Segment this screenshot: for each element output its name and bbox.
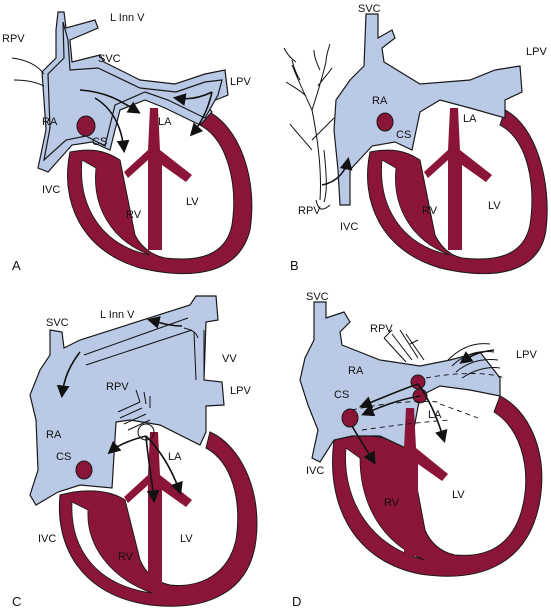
panel-d-myocardium (332, 395, 543, 577)
panel-c-label-svc: SVC (46, 317, 69, 329)
panel-b-atria-wall (333, 13, 523, 206)
panel-a: L Inn V RPV SVC LPV RA LA CS IVC RV LV A (2, 11, 253, 275)
panel-c-label-rpv: RPV (106, 381, 129, 393)
panel-c-rpv-confluence (117, 389, 151, 431)
panel-d-coronary-sinus (341, 408, 359, 428)
panel-a-label-linnv: L Inn V (110, 12, 145, 24)
panel-b-label-lv: LV (488, 200, 501, 212)
panel-d-label-svc: SVC (306, 291, 329, 303)
panel-a-label-rpv: RPV (2, 33, 25, 45)
panel-a-label-lv: LV (186, 196, 199, 208)
panel-d-label-rv: RV (384, 497, 400, 509)
panel-b-letter: B (290, 258, 299, 273)
panel-a-ventricle-cavity (81, 159, 151, 256)
panel-b-ventricle-cavity (381, 159, 451, 256)
panel-c-ventricle-cavity (71, 501, 153, 594)
panel-d-rpv-bundle (383, 329, 425, 363)
panel-b-label-ivc: IVC (340, 221, 358, 233)
panel-a-rpv-lines (11, 57, 45, 87)
panel-c-label-ivc: IVC (38, 533, 56, 545)
panel-d-septum (380, 408, 448, 556)
panel-c-label-rv: RV (118, 551, 134, 563)
panel-a-letter: A (12, 258, 21, 273)
panel-a-arrow-3 (172, 91, 213, 106)
panel-d-arrow-lpv (459, 349, 495, 364)
panel-b-arrow (321, 156, 353, 186)
panel-c-arrow-3 (145, 435, 160, 504)
panel-c-arrow-4 (145, 435, 183, 496)
panel-c-myocardium (58, 431, 258, 607)
panel-c: L Inn V SVC VV RPV LPV RA CS LA IVC RV L… (12, 295, 258, 609)
panel-c-coronary-sinus (75, 460, 93, 480)
panel-d: SVC RPV LPV RA CS LA IVC RV LV D (292, 291, 543, 609)
panel-b-label-rv: RV (422, 205, 438, 217)
panel-b-label-lpv: LPV (526, 46, 547, 58)
panel-d-label-cs: CS (334, 389, 349, 401)
panel-d-arrow-2 (417, 383, 448, 444)
panel-c-label-linnv: L Inn V (100, 309, 135, 321)
panel-c-septum (124, 432, 192, 585)
panel-b-rpv-trunk (315, 149, 331, 210)
panel-a-label-lpv: LPV (230, 76, 251, 88)
panel-d-arrow-4 (351, 425, 376, 465)
panel-c-arrow-1 (146, 316, 183, 329)
panel-d-label-ra: RA (348, 365, 364, 377)
panel-d-label-la: LA (428, 409, 442, 421)
panel-c-label-ra: RA (46, 429, 62, 441)
panel-a-label-la: LA (158, 116, 172, 128)
panel-a-label-cs: CS (92, 136, 107, 148)
panel-c-vertical-vein (83, 317, 205, 381)
panel-c-arrow-2 (56, 351, 81, 399)
panel-d-label-lpv: LPV (516, 349, 537, 361)
panel-d-letter: D (292, 594, 301, 609)
panel-c-label-la: LA (168, 451, 182, 463)
panel-d-arrow-3 (361, 395, 421, 417)
panel-a-septum (124, 108, 192, 250)
panel-c-label-vv: VV (222, 353, 237, 365)
panel-d-ventricle-cavity (345, 447, 426, 561)
panel-c-label-cs: CS (56, 451, 71, 463)
panel-b-rpv-tree (283, 43, 335, 201)
panel-c-label-lpv: LPV (230, 385, 251, 397)
panel-c-letter: C (12, 594, 21, 609)
panel-d-label-lv: LV (452, 489, 465, 501)
panel-a-label-rv: RV (126, 209, 142, 221)
panel-d-ostium-1 (410, 374, 426, 390)
panel-d-label-rpv: RPV (370, 323, 393, 335)
panel-b-label-la: LA (463, 113, 477, 125)
panel-a-label-svc: SVC (98, 53, 121, 65)
panel-d-atria-wall (299, 301, 501, 463)
panel-b-label-cs: CS (396, 129, 411, 141)
panel-c-label-lv: LV (180, 533, 193, 545)
panel-a-label-ivc: IVC (42, 184, 60, 196)
panel-b-septum (424, 108, 492, 250)
panel-c-atria-wall (29, 295, 225, 506)
panel-b-label-rpv: RPV (298, 205, 321, 217)
panel-a-arrow-1 (79, 89, 141, 114)
panel-d-label-ivc: IVC (306, 465, 324, 477)
panel-b-label-ra: RA (372, 95, 388, 107)
panel-a-coronary-sinus (76, 115, 96, 137)
panel-c-arrow-5 (107, 435, 147, 455)
panel-a-arrow-2 (94, 97, 130, 154)
panel-a-arrow-4 (189, 91, 213, 137)
panel-b: SVC LPV RA CS LA RPV IVC RV LV B (283, 3, 548, 275)
panel-d-arrow-1 (359, 383, 419, 409)
panel-c-curve (183, 327, 199, 339)
panel-b-label-svc: SVC (358, 3, 381, 15)
panel-a-label-ra: RA (42, 116, 58, 128)
panel-b-coronary-sinus (376, 112, 394, 132)
